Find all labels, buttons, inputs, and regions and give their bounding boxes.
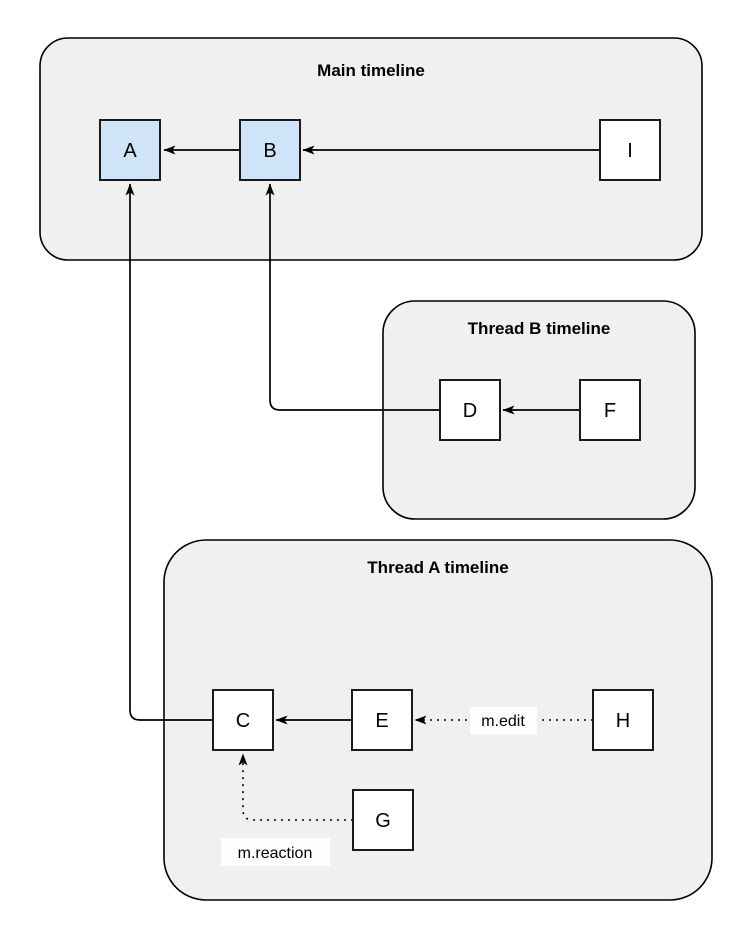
node-C-box — [212, 689, 274, 751]
node-I: I — [599, 119, 661, 181]
node-B-box — [239, 119, 301, 181]
node-G-label: G — [375, 810, 391, 832]
main-timeline-box — [39, 37, 703, 261]
node-A-label: A — [123, 140, 137, 162]
m-reaction-label-bg — [221, 838, 330, 866]
thread-b-timeline-title: Thread B timeline — [468, 319, 611, 338]
node-F-label: F — [604, 400, 616, 422]
node-D-label: D — [463, 400, 477, 422]
node-F-box — [579, 379, 641, 441]
edge-c-to-a — [125, 183, 213, 721]
node-H-box — [592, 689, 654, 751]
edge-label-m-reaction: m.reaction — [221, 838, 330, 866]
node-E: E — [351, 689, 413, 751]
node-E-label: E — [375, 710, 388, 732]
node-B: B — [239, 119, 301, 181]
node-D: D — [439, 379, 501, 441]
main-timeline-title: Main timeline — [317, 61, 425, 80]
node-B-label: B — [263, 140, 276, 162]
node-I-box — [599, 119, 661, 181]
node-A-box — [99, 119, 161, 181]
node-H-label: H — [616, 710, 630, 732]
node-F: F — [579, 379, 641, 441]
node-I-label: I — [627, 140, 633, 162]
m-edit-label-bg — [470, 707, 537, 734]
node-G: G — [352, 789, 414, 851]
node-C: C — [212, 689, 274, 751]
edge-d-to-b — [265, 183, 440, 411]
m-reaction-label: m.reaction — [238, 845, 313, 862]
container-main-timeline: Main timeline — [39, 37, 703, 261]
node-C-label: C — [236, 710, 250, 732]
edge-label-m-edit: m.edit — [470, 707, 537, 734]
node-E-box — [351, 689, 413, 751]
thread-a-timeline-title: Thread A timeline — [367, 558, 508, 577]
node-D-box — [439, 379, 501, 441]
node-A: A — [99, 119, 161, 181]
node-G-box — [352, 789, 414, 851]
node-H: H — [592, 689, 654, 751]
m-edit-label: m.edit — [481, 713, 525, 730]
